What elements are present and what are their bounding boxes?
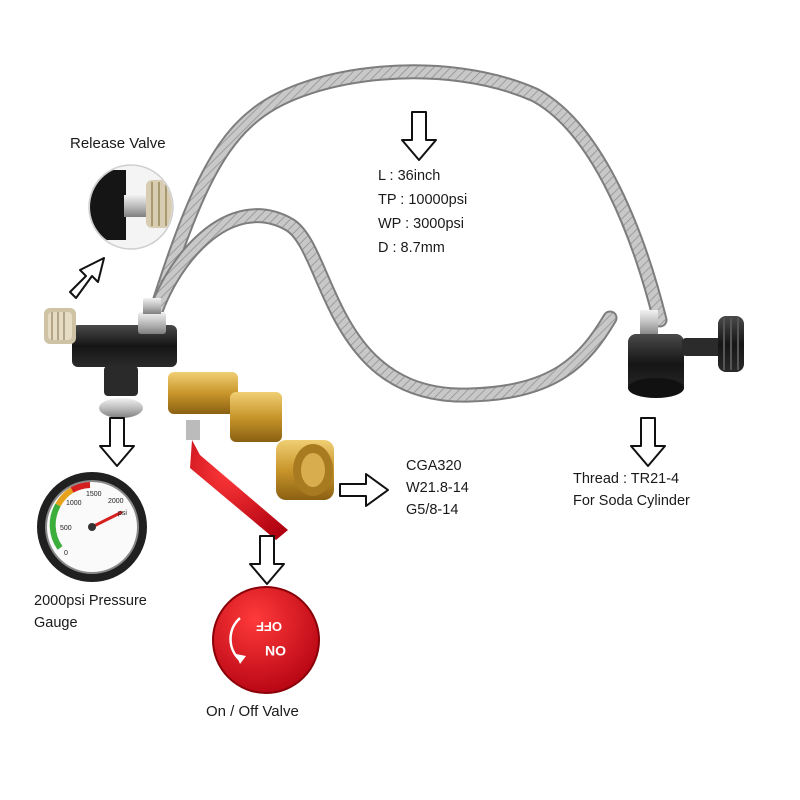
cga-spec: CGA320 W21.8-14 G5/8-14 [406,455,469,521]
gauge-tick-1500: 1500 [86,491,102,498]
valve-on-text: ON [265,643,286,659]
hose-test-pressure: TP : 10000psi [378,192,468,208]
valve-badge-text: OFF ON [256,619,286,659]
cga-line-3: G5/8-14 [406,502,459,518]
thread-line-2: For Soda Cylinder [573,493,690,509]
gauge-unit: psi [118,510,127,517]
on-off-valve-callout [212,586,320,694]
arrow-down-hose [401,111,437,161]
arrow-down-thread [630,417,666,467]
on-off-valve-label: On / Off Valve [206,703,299,720]
gauge-line-2: Gauge [34,615,78,631]
red-valve-handle [190,440,288,540]
pressure-gauge-label: 2000psi Pressure Gauge [34,590,147,634]
braided-hose [142,64,668,403]
hose-specs: L : 36inch TP : 10000psi WP : 3000psi D … [378,164,467,260]
cga-line-1: CGA320 [406,458,462,474]
soda-cylinder-connector [628,310,744,398]
cga-line-2: W21.8-14 [406,480,469,496]
hose-length: L : 36inch [378,168,441,184]
release-valve-knob [44,308,76,344]
adapter-block-black [72,298,177,367]
hose-diameter: D : 8.7mm [378,240,445,256]
valve-off-text: OFF [256,619,282,634]
gauge-port [99,366,143,418]
thread-spec: Thread : TR21-4 For Soda Cylinder [573,468,690,512]
arrow-to-release-valve [69,257,105,299]
gauge-line-1: 2000psi Pressure [34,593,147,609]
arrow-down-on-off [249,535,285,585]
gauge-tick-2000: 2000 [108,498,124,505]
arrow-right-cga [339,473,389,507]
release-valve-callout [88,164,174,250]
gauge-tick-500: 500 [60,525,72,532]
gauge-dial-ticks: 0 500 1000 1500 2000 psi [60,491,127,557]
gauge-tick-0: 0 [64,550,68,557]
thread-line-1: Thread : TR21-4 [573,471,680,487]
hose-working-pressure: WP : 3000psi [378,216,464,232]
arrow-down-gauge [99,417,135,467]
pressure-gauge-callout [37,472,147,582]
release-valve-label: Release Valve [70,135,166,152]
brass-ball-valve [168,372,334,500]
gauge-tick-1000: 1000 [66,500,82,507]
